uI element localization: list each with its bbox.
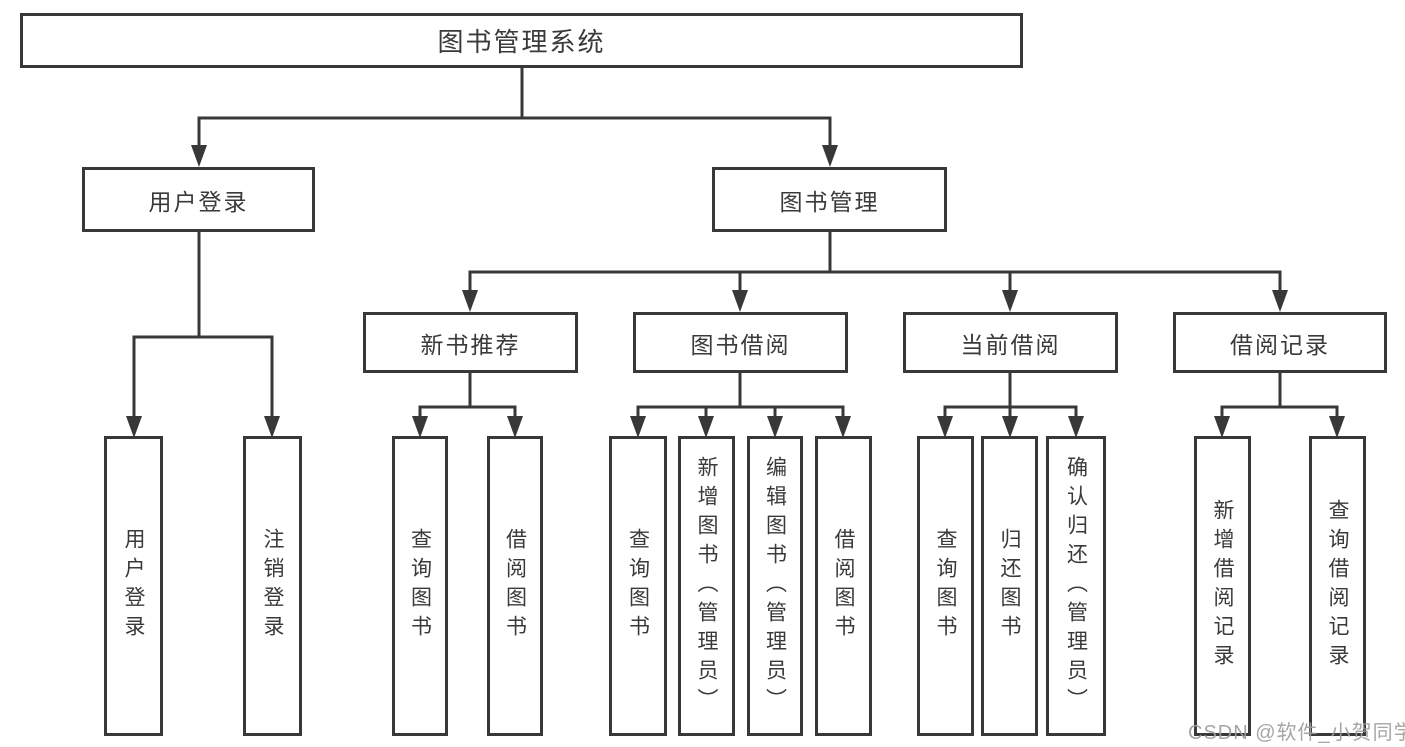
leaf-label: 归还图书 <box>998 528 1021 644</box>
node-new-book-recommend: 新书推荐 <box>363 312 578 373</box>
node-label: 用户登录 <box>148 188 249 215</box>
leaf-label: 新增借阅记录 <box>1211 499 1234 673</box>
arrowhead <box>822 145 838 167</box>
arrowhead <box>630 416 646 438</box>
leaf-label: 用户登录 <box>122 528 145 644</box>
leaf-label: 编辑图书（管理员） <box>763 455 787 717</box>
arrowhead <box>264 416 280 438</box>
arrowhead <box>1068 416 1084 438</box>
leaf-label: 查询图书 <box>408 528 432 644</box>
leaf-label: 确认归还（管理员） <box>1064 455 1088 717</box>
connector-current-borrowing <box>943 373 1078 420</box>
leaf-label: 查询图书 <box>934 528 957 644</box>
leaf-label: 查询图书 <box>626 528 650 644</box>
node-label: 新书推荐 <box>420 331 521 358</box>
node-label: 图书管理系统 <box>437 27 606 57</box>
leaf-query-borrow-record: 查询借阅记录 <box>1309 436 1366 736</box>
arrowhead <box>937 416 953 438</box>
node-current-borrowing: 当前借阅 <box>903 312 1118 373</box>
leaf-borrow-books-recommend: 借阅图书 <box>487 436 543 736</box>
leaf-label: 查询借阅记录 <box>1326 499 1349 673</box>
node-borrow-records: 借阅记录 <box>1173 312 1387 373</box>
arrowhead <box>1002 416 1018 438</box>
node-book-management: 图书管理 <box>712 167 947 232</box>
leaf-add-borrow-record: 新增借阅记录 <box>1194 436 1251 736</box>
connector-user-login <box>132 232 274 420</box>
leaf-logout: 注销登录 <box>243 436 302 736</box>
connector-borrow-records <box>1220 373 1339 420</box>
leaf-query-books-borrowing: 查询图书 <box>609 436 667 736</box>
leaf-label: 借阅图书 <box>832 528 855 644</box>
leaf-label: 借阅图书 <box>503 528 527 644</box>
arrowhead <box>1002 290 1018 312</box>
leaf-edit-books-admin: 编辑图书（管理员） <box>747 436 803 736</box>
leaf-confirm-return-admin: 确认归还（管理员） <box>1046 436 1106 736</box>
arrowhead <box>1272 290 1288 312</box>
node-label: 图书管理 <box>779 188 880 215</box>
leaf-user-login: 用户登录 <box>104 436 163 736</box>
arrowhead <box>1329 416 1345 438</box>
leaf-query-books-current: 查询图书 <box>917 436 974 736</box>
arrowhead <box>698 416 714 438</box>
leaf-add-books-admin: 新增图书（管理员） <box>678 436 735 736</box>
leaf-label: 注销登录 <box>261 528 284 644</box>
connector-root <box>197 68 832 150</box>
leaf-return-books: 归还图书 <box>981 436 1038 736</box>
node-label: 图书借阅 <box>690 331 791 358</box>
leaf-label: 新增图书（管理员） <box>695 455 718 717</box>
arrowhead <box>767 416 783 438</box>
node-label: 借阅记录 <box>1230 331 1330 358</box>
connector-book-management <box>468 232 1282 295</box>
node-library-management-system: 图书管理系统 <box>20 13 1023 68</box>
node-label: 当前借阅 <box>960 331 1061 358</box>
arrowhead <box>507 416 523 438</box>
arrowhead <box>126 416 142 438</box>
leaf-query-books-recommend: 查询图书 <box>392 436 448 736</box>
arrowhead <box>835 416 851 438</box>
arrowhead <box>412 416 428 438</box>
connector-book-borrowing <box>636 373 845 420</box>
node-book-borrowing: 图书借阅 <box>633 312 848 373</box>
arrowhead <box>462 290 478 312</box>
arrowhead <box>191 145 207 167</box>
node-user-login: 用户登录 <box>82 167 315 232</box>
csdn-watermark: CSDN @软件_小贺同学 <box>1188 722 1405 744</box>
leaf-borrow-books: 借阅图书 <box>815 436 872 736</box>
arrowhead <box>732 290 748 312</box>
connector-new-book-recommend <box>418 373 517 420</box>
arrowhead <box>1214 416 1230 438</box>
